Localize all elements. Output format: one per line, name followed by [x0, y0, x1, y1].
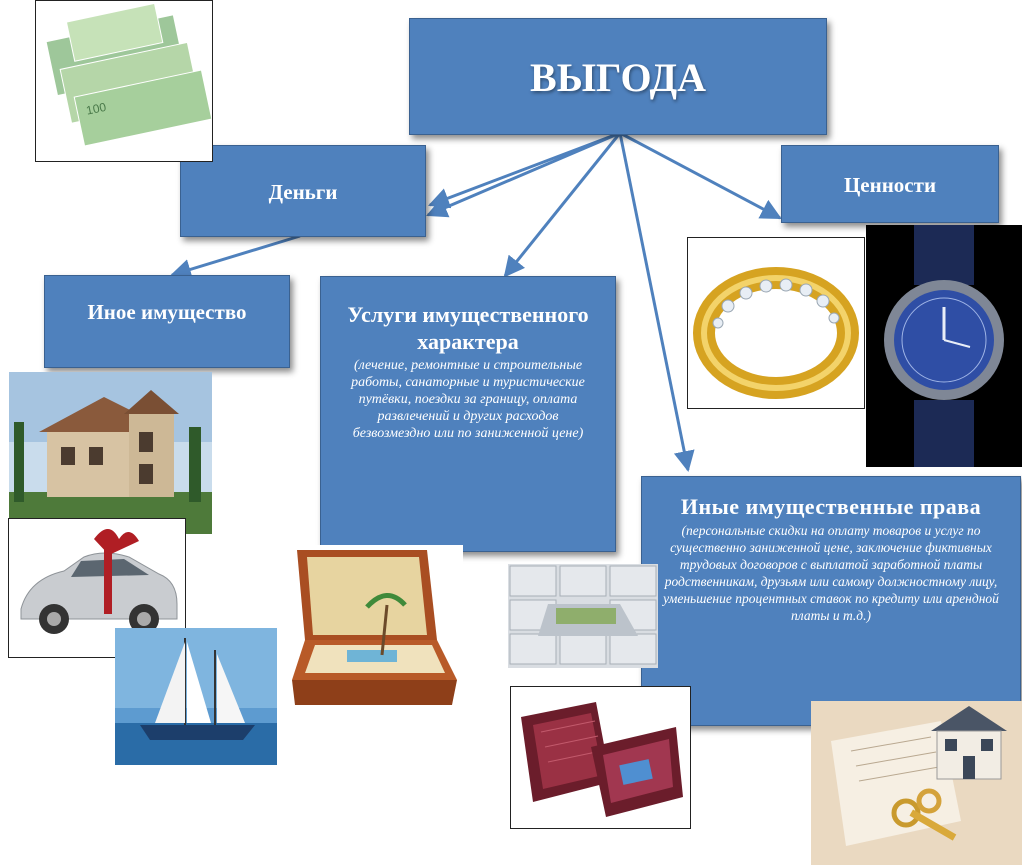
node-money-label: Деньги [268, 180, 338, 204]
arrow-to-services [503, 132, 622, 278]
node-property-label: Иное имущество [87, 300, 247, 324]
arrow-to-values [619, 131, 782, 220]
safe-drawer-icon [508, 564, 658, 668]
arrow-to-money-2 [426, 131, 621, 218]
keys-house-icon [811, 701, 1022, 865]
node-values: Ценности [781, 145, 999, 223]
svg-text:100: 100 [85, 100, 108, 118]
page-title: ВЫГОДА [530, 55, 706, 100]
node-rights: Иные имущественные права (персональные с… [641, 476, 1021, 726]
node-money: Деньги [180, 145, 426, 237]
banknotes-icon: 100 [35, 0, 213, 162]
node-rights-label: Иные имущественные права [680, 494, 982, 519]
arrow-to-property [169, 234, 301, 280]
node-property: Иное имущество [44, 275, 290, 368]
house-icon [9, 372, 212, 534]
gift-box-icon [510, 686, 691, 829]
arrow-to-rights [618, 132, 695, 473]
node-services-label: Услуги имущественного характера [347, 302, 589, 354]
watch-icon [866, 225, 1022, 467]
suitcase-icon [287, 545, 463, 710]
title-box: ВЫГОДА [409, 18, 827, 135]
node-services: Услуги имущественного характера (лечение… [320, 276, 616, 552]
node-values-label: Ценности [843, 173, 937, 197]
node-rights-detail: (персональные скидки на оплату товаров и… [663, 523, 999, 623]
yacht-icon [115, 628, 277, 765]
ring-icon [687, 237, 865, 409]
node-services-detail: (лечение, ремонтные и строительные работ… [351, 358, 585, 441]
